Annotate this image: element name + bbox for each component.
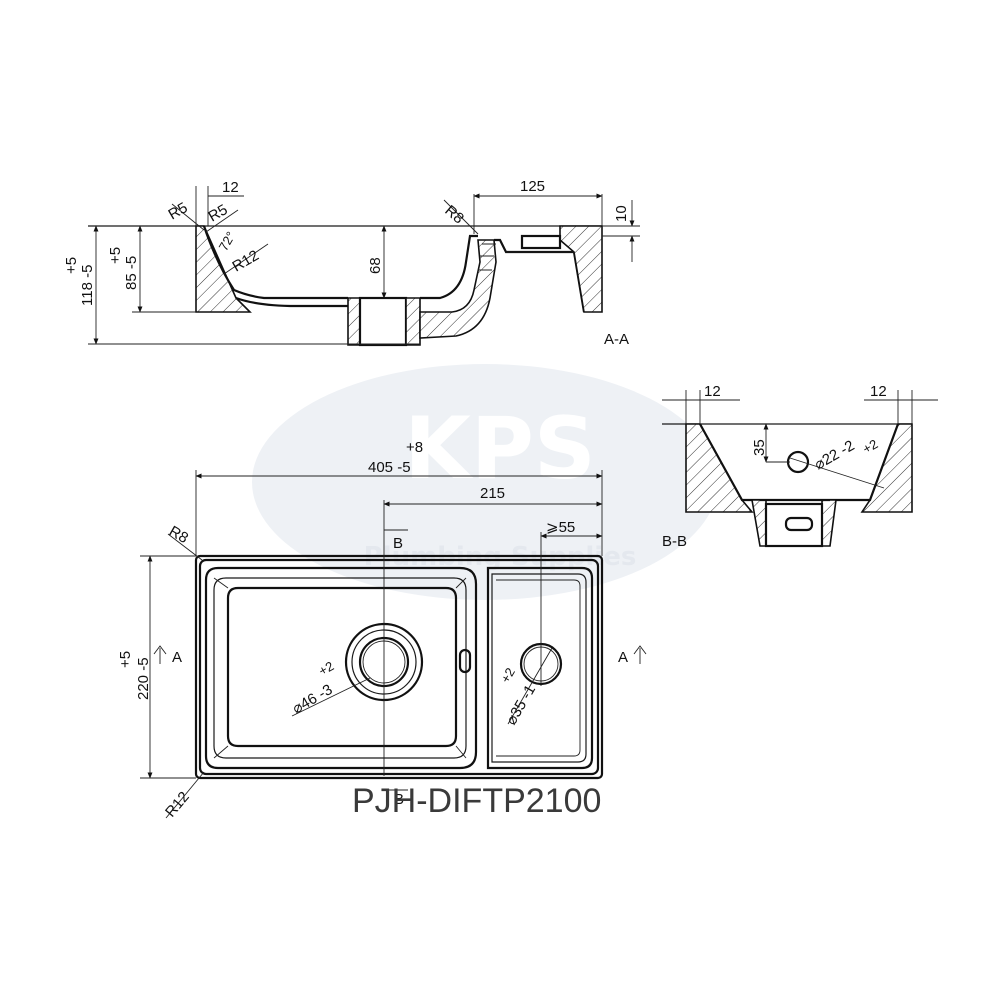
- aa-dim-72: 72°: [216, 229, 239, 254]
- aa-dim-r8: R8: [441, 202, 467, 227]
- plan-dim-220: 220 -5: [135, 657, 152, 700]
- bb-drain-left: [751, 499, 767, 547]
- aa-dim-118-plus: +5: [63, 257, 80, 274]
- section-aa-label: A-A: [604, 331, 629, 348]
- section-mark-b-top: B: [393, 535, 403, 552]
- aa-dim-68: 68: [367, 257, 384, 274]
- plan-outer: [194, 554, 604, 780]
- plan-dim-405-plus: +8: [406, 439, 423, 456]
- aa-dim-12: 12: [222, 179, 239, 196]
- section-aa: 118 -5 +5 85 -5 +5 68 12 R5 R5 72° R12 R…: [63, 178, 640, 348]
- aa-dim-118: 118 -5: [79, 265, 96, 306]
- plan-dim-r12: R12: [162, 789, 193, 821]
- watermark: KPS Plumbing Supplies: [252, 364, 718, 600]
- bb-dim-dia22-plus: +2: [860, 436, 880, 456]
- plan-dim-405: 405 -5: [368, 459, 411, 476]
- section-bb-label: B-B: [662, 533, 687, 550]
- aa-dim-85-plus: +5: [107, 247, 124, 264]
- product-code: PJH-DIFTP2100: [352, 782, 601, 820]
- watermark-logo-text: KPS: [404, 399, 596, 499]
- section-mark-b-bottom: B: [394, 791, 404, 808]
- aa-dim-10: 10: [613, 205, 630, 222]
- aa-dim-85: 85 -5: [123, 256, 140, 290]
- bb-dim-12-right: 12: [870, 383, 887, 400]
- bb-overflow-hole: [786, 450, 810, 474]
- aa-dim-r5-right: R5: [206, 201, 231, 225]
- plan-dim-55: ⩾55: [546, 519, 575, 536]
- plan-dim-dia46: ⌀46 -3: [290, 681, 336, 717]
- section-bb: 12 12 35 +2 ⌀22 -2 B-B: [662, 383, 938, 550]
- bb-dim-dia22: ⌀22 -2: [812, 437, 858, 473]
- plan-dim-220-plus: +5: [117, 651, 134, 668]
- section-mark-a-right: A: [618, 649, 628, 666]
- plan-tap-deck: [486, 566, 594, 770]
- aa-dim-125: 125: [520, 178, 545, 195]
- aa-dim-r5-left: R5: [166, 199, 191, 223]
- bb-drain-right: [821, 499, 837, 547]
- plan-main-basin: [204, 566, 478, 770]
- plan-dim-r8: R8: [166, 523, 191, 547]
- plan-dim-dia35: ⌀35 -1: [503, 682, 539, 728]
- watermark-ellipse: [252, 364, 718, 600]
- plan-dim-dia46-plus: +2: [316, 658, 336, 678]
- section-mark-a-left: A: [172, 649, 182, 666]
- bb-dim-12-left: 12: [704, 383, 721, 400]
- aa-drain: [347, 297, 361, 346]
- aa-overflow-pipe: [419, 239, 497, 339]
- plan-dim-215: 215: [480, 485, 505, 502]
- aa-drain-right: [405, 297, 421, 346]
- bb-dim-35: 35: [751, 439, 768, 456]
- plan-dim-dia35-plus: +2: [498, 665, 518, 685]
